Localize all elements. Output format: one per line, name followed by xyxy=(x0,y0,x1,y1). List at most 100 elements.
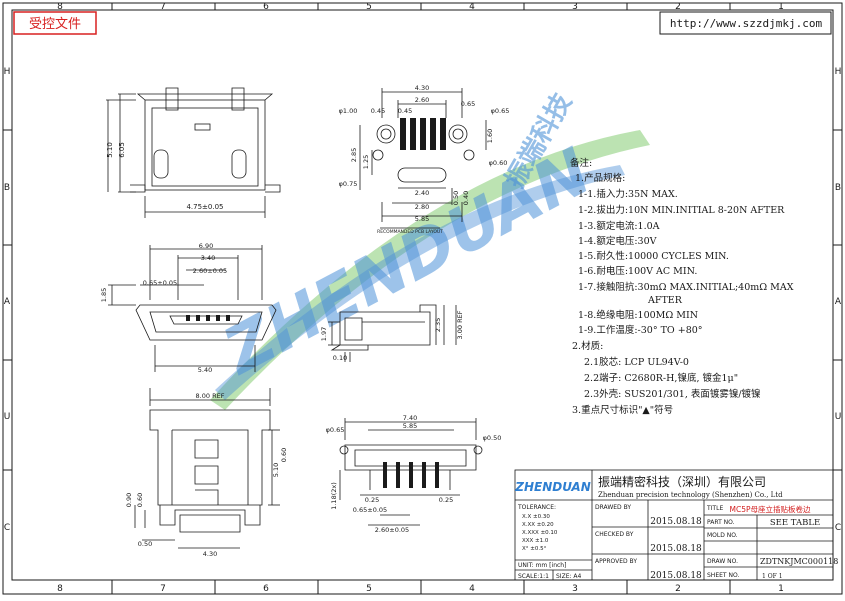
note-line: 1-4.额定电压:30V xyxy=(578,235,657,247)
front-terminals xyxy=(186,315,230,321)
bottom-col-label: 5 xyxy=(366,584,372,594)
left-row-label: H xyxy=(4,67,11,77)
company-name-cn: 振端精密科技（深圳）有限公司 xyxy=(598,474,766,489)
controlled-doc-stamp xyxy=(13,11,97,35)
bottom-view xyxy=(134,388,280,549)
left-row-label: C xyxy=(4,523,10,533)
notes-title: 备注: xyxy=(570,157,592,169)
bottom-col-label: 4 xyxy=(469,584,475,594)
company-logo: ZHENDUAN xyxy=(514,480,590,494)
bottom-dim-8-00: 8.00 REF xyxy=(196,392,225,400)
left-row-label: B xyxy=(4,183,10,193)
front-dim-2-60: 2.60±0.05 xyxy=(193,267,227,275)
rear-dim-0-65: 0.65±0.05 xyxy=(353,506,387,514)
pcb-pads xyxy=(400,118,446,150)
sheet-no-label: SHEET NO. xyxy=(707,572,739,579)
website-url[interactable]: http://www.szzdjmkj.com xyxy=(670,17,823,30)
note-line: 1-5.耐久性:10000 CYCLES MIN. xyxy=(578,250,729,262)
top-col-label: 7 xyxy=(160,2,166,12)
side-dim-3-00: 3.00 REF xyxy=(456,310,464,339)
pcb-dim-2-80: 2.80 xyxy=(415,203,429,211)
draw-no-value: ZDTNKJMC000118 xyxy=(760,557,838,566)
front-dim-1-85: 1.85 xyxy=(100,288,108,302)
approved-by-label: APPROVED BY xyxy=(595,558,637,565)
draw-no-label: DRAW NO. xyxy=(707,558,738,565)
bottom-col-label: 8 xyxy=(57,584,63,594)
side-dim-1-97: 1.97 xyxy=(320,327,328,341)
right-row-label: A xyxy=(835,297,842,307)
size-label: SIZE: A4 xyxy=(556,573,582,580)
part-no-label: PART NO. xyxy=(707,519,735,526)
pcb-dim-2-85: 2.85 xyxy=(350,148,358,162)
note-line: 1-1.插入力:35N MAX. xyxy=(578,188,678,200)
dim-6-05: 6.05 xyxy=(118,142,126,158)
tolerance-row: X° ±0.5° xyxy=(522,546,547,552)
scale-label: SCALE:1:1 xyxy=(518,573,549,580)
rear-dim-0-25a: 0.25 xyxy=(365,496,379,504)
tolerance-row: XXX ±1.0 xyxy=(522,538,549,544)
pcb-dim-phi-0-75: φ0.75 xyxy=(339,180,358,188)
title-block xyxy=(514,469,834,581)
pcb-dim-5-85: 5.85 xyxy=(415,215,429,223)
front-dim-3-40: 3.40 xyxy=(201,254,215,262)
rear-dim-5-85: 5.85 xyxy=(403,422,417,430)
note-line: 1-3.额定电流:1.0A xyxy=(578,220,660,232)
bottom-col-label: 2 xyxy=(675,584,681,594)
note-line: 2.1胶芯: LCP UL94V-0 xyxy=(584,356,689,368)
bottom-column-labels: 8 7 6 5 4 3 2 1 xyxy=(57,580,784,594)
pcb-dim-phi-1-00: φ1.00 xyxy=(339,107,358,115)
bottom-dim-0-60: 0.60 xyxy=(280,448,288,462)
mold-no-label: MOLD NO. xyxy=(707,532,738,539)
dim-4-75: 4.75±0.05 xyxy=(186,203,223,211)
right-row-label: B xyxy=(835,183,841,193)
pcb-dim-2-60: 2.60 xyxy=(415,96,429,104)
rear-terminals xyxy=(383,462,439,488)
row-labels: H B A U C H B A U C xyxy=(3,67,842,533)
side-view xyxy=(328,304,457,362)
note-line: 2.2端子: C2680R-H,镍底, 镀金1μ" xyxy=(584,372,738,384)
pcb-dim-0-50: 0.50 xyxy=(452,191,460,205)
tolerance-label: TOLERANCE: xyxy=(517,504,556,511)
pcb-caption: RECOMMANDED PCB LAYOUT xyxy=(377,229,443,235)
bottom-col-label: 6 xyxy=(263,584,269,594)
rear-dim-phi-0-50: φ0.50 xyxy=(483,434,502,442)
bottom-dim-4-30: 4.30 xyxy=(203,550,217,558)
pcb-dim-0-45b: 0.45 xyxy=(398,107,412,115)
pcb-dim-2-40: 2.40 xyxy=(415,189,429,197)
note-line: AFTER xyxy=(647,295,683,306)
bottom-dim-0-90: 0.90 xyxy=(125,493,133,507)
drawn-date: 2015.08.18 xyxy=(650,517,702,527)
pcb-dim-0-65: 0.65 xyxy=(461,100,475,108)
front-dim-5-40: 5.40 xyxy=(198,366,212,374)
bottom-dim-5-10: 5.10 xyxy=(272,463,280,477)
note-line: 1-9.工作温度:-30° TO +80° xyxy=(578,324,703,336)
note-line: 1.产品规格: xyxy=(575,172,625,184)
pcb-dim-phi-0-60: φ0.60 xyxy=(489,159,508,167)
top-view xyxy=(106,87,281,218)
note-line: 1-8.绝缘电阻:100MΩ MIN xyxy=(578,309,698,321)
part-no-value: SEE TABLE xyxy=(770,518,820,528)
pcb-dim-4-30: 4.30 xyxy=(415,84,429,92)
pcb-dim-1-60: 1.60 xyxy=(486,129,494,143)
top-col-label: 6 xyxy=(263,2,269,12)
left-row-label: A xyxy=(4,297,11,307)
rear-dim-1-18: 1.18(2x) xyxy=(330,482,338,510)
bottom-dim-0-60b: 0.60 xyxy=(136,493,144,507)
side-dim-2-35: 2.35 xyxy=(434,318,442,332)
inner-frame xyxy=(11,9,834,581)
rear-dim-phi-0-65: φ0.65 xyxy=(326,426,345,434)
bottom-col-label: 7 xyxy=(160,584,166,594)
top-column-labels: 8 7 6 5 4 3 2 1 xyxy=(57,2,784,12)
checked-date: 2015.08.18 xyxy=(650,544,702,554)
top-col-label: 1 xyxy=(778,2,784,12)
checked-by-label: CHECKED BY xyxy=(595,531,634,538)
url-box xyxy=(659,11,832,35)
tolerance-row: X.XX ±0.20 xyxy=(522,522,554,528)
tolerance-row: X.XXX ±0.10 xyxy=(522,530,558,536)
right-row-label: C xyxy=(835,523,841,533)
left-row-label: U xyxy=(4,412,11,422)
top-col-label: 2 xyxy=(675,2,681,12)
